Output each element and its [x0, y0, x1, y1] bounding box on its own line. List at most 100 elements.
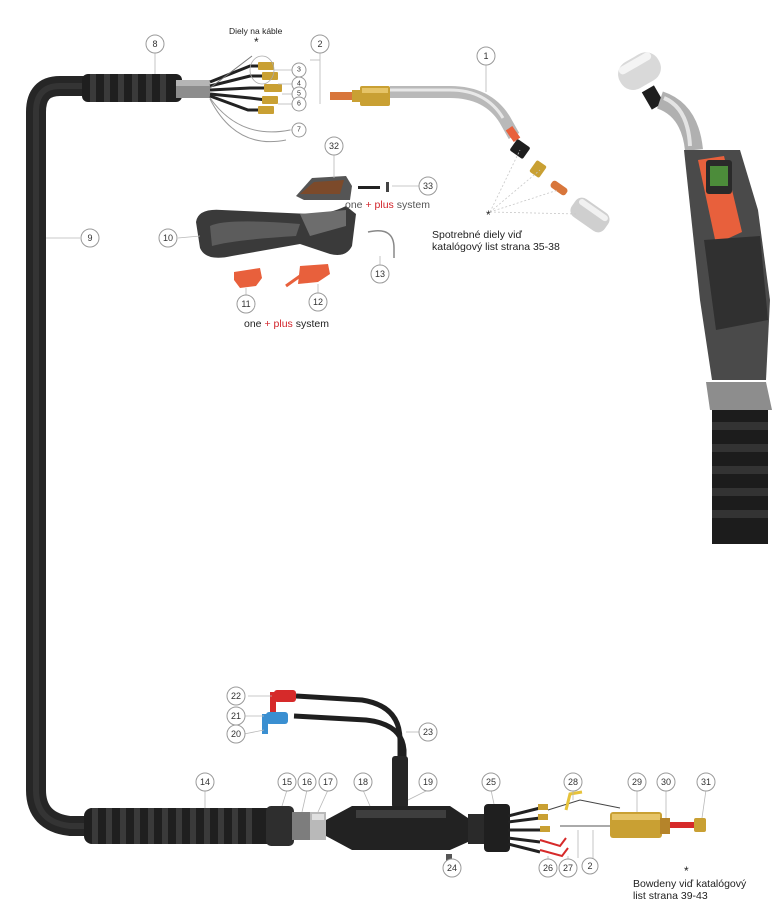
svg-text:23: 23: [423, 727, 433, 737]
svg-text:7: 7: [297, 127, 301, 134]
callout-7: 7: [291, 122, 307, 138]
callout-16: 16: [297, 772, 317, 792]
svg-text:2: 2: [317, 39, 322, 49]
handle-top-shell: [296, 176, 389, 200]
torch-neck: [330, 86, 521, 143]
callout-24: 24: [442, 858, 462, 878]
system-text: system: [396, 199, 430, 211]
one-plus-system-upper: one + plus system: [345, 199, 430, 211]
svg-text:30: 30: [661, 777, 671, 787]
svg-text:15: 15: [282, 777, 292, 787]
svg-text:3: 3: [297, 67, 301, 74]
svg-text:2: 2: [587, 861, 592, 871]
svg-text:25: 25: [486, 777, 496, 787]
callout-21: 21: [226, 706, 246, 726]
consumable-parts: [489, 139, 610, 233]
callout-32: 32: [324, 136, 344, 156]
callout-6: 6: [291, 96, 307, 112]
torch-handle: [196, 206, 356, 258]
callout-2-top: 2: [310, 34, 330, 54]
consumables-note: Spotrebné diely viď katalógový list stra…: [432, 229, 560, 253]
callout-19: 19: [418, 772, 438, 792]
callout-18: 18: [353, 772, 373, 792]
callout-2-bottom: 2: [581, 857, 599, 875]
svg-text:22: 22: [231, 691, 241, 701]
one-text: one: [345, 199, 363, 211]
callout-25: 25: [481, 772, 501, 792]
callout-31: 31: [696, 772, 716, 792]
svg-text:6: 6: [297, 101, 301, 108]
svg-text:27: 27: [563, 863, 573, 873]
bowden-note-line2: list strana 39-43: [633, 890, 708, 902]
svg-text:1: 1: [483, 51, 488, 61]
svg-text:19: 19: [423, 777, 433, 787]
callout-15: 15: [277, 772, 297, 792]
svg-text:14: 14: [200, 777, 210, 787]
bowden-note-line1: Bowdeny viď katalógový: [633, 878, 747, 890]
plus-sign: +: [264, 318, 271, 330]
callout-28: 28: [563, 772, 583, 792]
spring-clip: [367, 230, 395, 258]
callout-17: 17: [318, 772, 338, 792]
callout-29: 29: [627, 772, 647, 792]
svg-text:32: 32: [329, 141, 339, 151]
svg-text:24: 24: [447, 863, 457, 873]
connector-housing: [326, 804, 510, 852]
leader-lines: [46, 52, 707, 862]
svg-text:8: 8: [152, 39, 157, 49]
svg-text:21: 21: [231, 711, 241, 721]
callout-30: 30: [656, 772, 676, 792]
plus-text: plus: [374, 199, 394, 211]
cable-parts-label: Diely na káble: [229, 26, 283, 36]
svg-text:5: 5: [297, 91, 301, 98]
cable-parts-star: *: [254, 35, 259, 49]
callout-11: 11: [236, 294, 256, 314]
svg-text:29: 29: [632, 777, 642, 787]
callout-27: 27: [558, 858, 578, 878]
svg-text:20: 20: [231, 729, 241, 739]
callout-12: 12: [308, 292, 328, 312]
svg-text:13: 13: [375, 269, 385, 279]
callout-13: 13: [370, 264, 390, 284]
svg-text:18: 18: [358, 777, 368, 787]
svg-text:16: 16: [302, 777, 312, 787]
one-plus-system-lower: one + plus system: [244, 318, 329, 330]
callout-1: 1: [476, 46, 496, 66]
svg-text:9: 9: [87, 233, 92, 243]
svg-text:28: 28: [568, 777, 578, 787]
bowden-note: Bowdeny viď katalógový list strana 39-43: [633, 878, 746, 902]
trigger-parts: [234, 264, 330, 288]
consumables-note-line1: Spotrebné diely viď: [432, 229, 522, 241]
assembled-torch-photo: [618, 52, 772, 544]
bowden-star: *: [684, 864, 689, 878]
callout-20: 20: [226, 724, 246, 744]
callout-9: 9: [80, 228, 100, 248]
top-cable-ends: [209, 55, 291, 143]
callout-33: 33: [418, 176, 438, 196]
plus-text: plus: [273, 318, 293, 330]
coolant-hoses: [262, 690, 408, 808]
callout-10: 10: [158, 228, 178, 248]
svg-text:11: 11: [241, 299, 250, 309]
consumables-note-line2: katalógový list strana 35-38: [432, 241, 560, 253]
consumables-star: *: [486, 208, 491, 222]
svg-text:4: 4: [297, 81, 301, 88]
system-text: system: [295, 318, 329, 330]
callout-26: 26: [538, 858, 558, 878]
svg-text:10: 10: [163, 233, 173, 243]
plus-sign: +: [365, 199, 372, 211]
one-text: one: [244, 318, 262, 330]
callout-22: 22: [226, 686, 246, 706]
svg-text:12: 12: [313, 297, 323, 307]
svg-text:17: 17: [323, 777, 333, 787]
central-connector-parts: [446, 790, 706, 864]
callout-8: 8: [145, 34, 165, 54]
top-anti-kink-sleeve: [82, 74, 210, 102]
callout-3: 3: [291, 62, 307, 78]
svg-text:26: 26: [543, 863, 553, 873]
svg-text:33: 33: [423, 181, 433, 191]
svg-text:31: 31: [701, 777, 711, 787]
bottom-anti-kink-sleeve: [84, 806, 326, 846]
hose-package: [26, 76, 102, 836]
